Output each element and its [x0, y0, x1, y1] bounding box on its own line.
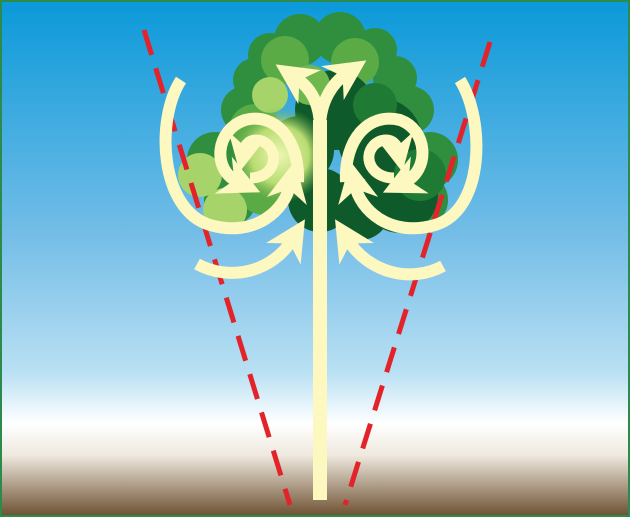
tree-airflow-diagram	[0, 0, 630, 517]
